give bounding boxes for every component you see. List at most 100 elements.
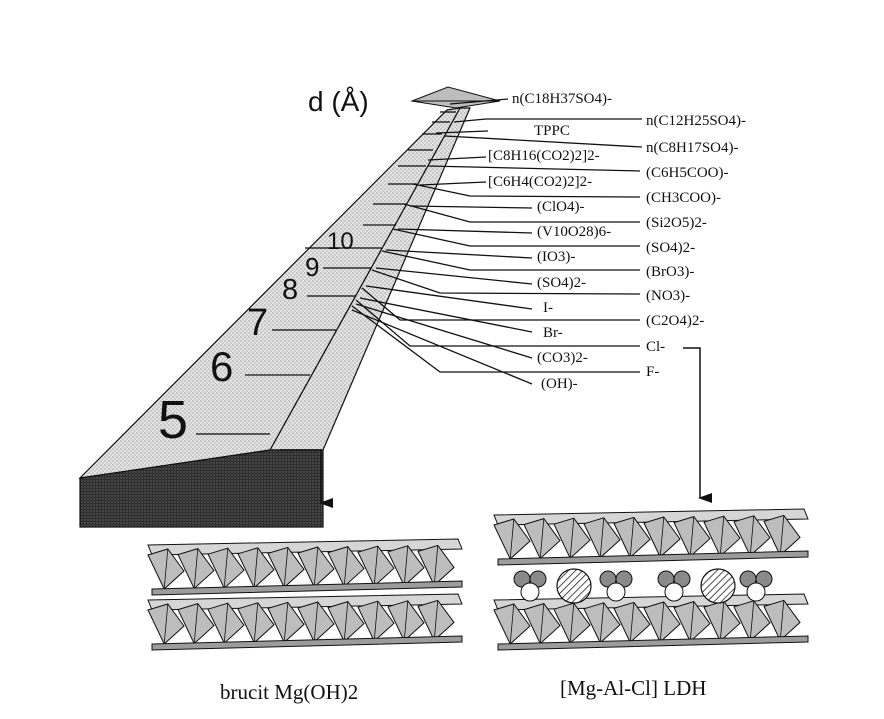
- brucite-layer-lower: [147, 593, 463, 651]
- octahedron-edge: [659, 516, 665, 558]
- anion-label-iodide: I-: [543, 300, 553, 316]
- anion-label-sulfate-right: (SO4)2-: [646, 240, 696, 256]
- octahedron-edge: [433, 545, 439, 586]
- ldh-layer-upper: [493, 508, 809, 566]
- anion-label-bromide: Br-: [543, 325, 563, 341]
- wedge-front-face: [79, 449, 324, 528]
- arrows: [280, 347, 712, 508]
- anion-label-hydroxide: (OH)-: [541, 376, 578, 392]
- leaders-right: [351, 98, 643, 373]
- anion-label-terephthalate: [C6H4(CO2)2]2-: [488, 174, 593, 190]
- brucite-layer-upper: [147, 538, 463, 596]
- octahedron-edge: [539, 518, 545, 559]
- water-molecule: [739, 570, 773, 602]
- chloride-ion: [700, 568, 736, 604]
- anion-label-decavanadate: (V10O28)6-: [537, 224, 612, 240]
- octahedron-edge: [749, 515, 755, 556]
- anion-label-carbonate: (CO3)2-: [537, 350, 588, 366]
- chloride-ion: [556, 568, 592, 604]
- octahedron-edge: [163, 603, 169, 645]
- octahedron-edge: [539, 603, 545, 644]
- scale-number-10: 10: [327, 228, 354, 255]
- octahedron-edge: [403, 600, 409, 641]
- octahedron-edge: [253, 547, 259, 588]
- wedge: [78, 86, 501, 528]
- octahedron-edge: [253, 602, 259, 643]
- anion-label-c12-sulfate: n(C12H25SO4)-: [646, 113, 746, 129]
- layer-base: [151, 580, 463, 596]
- octahedron-edge: [373, 601, 379, 642]
- octahedron-edge: [629, 517, 635, 558]
- octahedron-edge: [509, 518, 515, 560]
- arrow-to-ldh: [683, 347, 712, 503]
- octahedron-edge: [193, 548, 199, 589]
- anion-label-c18-sulfate: n(C18H37SO4)-: [512, 91, 612, 107]
- scale-number-8: 8: [282, 274, 299, 306]
- anion-label-suberate: [C8H16(CO2)2]2-: [488, 148, 600, 164]
- scale-number-7: 7: [247, 302, 269, 344]
- anion-label-disilicate: (Si2O5)2-: [646, 215, 707, 231]
- octahedron-edge: [343, 546, 349, 587]
- layer-base: [151, 635, 463, 651]
- octahedron-edge: [283, 547, 289, 588]
- wedge-top-face: [78, 107, 462, 479]
- octahedron-edge: [749, 600, 755, 641]
- octahedron-edge: [569, 518, 575, 559]
- octahedron-edge: [283, 602, 289, 643]
- octahedron-edge: [569, 603, 575, 644]
- scale-ticks: [196, 111, 456, 435]
- layer-base: [497, 635, 809, 651]
- scale-number-5: 5: [158, 390, 189, 450]
- leaders-left: [351, 130, 533, 385]
- water-molecule: [513, 570, 547, 602]
- water-molecule: [599, 570, 633, 602]
- octahedron-edge: [163, 548, 169, 590]
- brucite-structure: [147, 538, 463, 651]
- anion-label-sulfate-left: (SO4)2-: [537, 275, 587, 291]
- arrow-to-brucite: [280, 449, 333, 508]
- octahedron-edge: [719, 601, 725, 642]
- anion-label-nitrate: (NO3)-: [646, 288, 691, 304]
- anion-label-bromate: (BrO3)-: [646, 264, 695, 280]
- octahedron-edge: [403, 545, 409, 586]
- octahedron-edge: [223, 603, 229, 644]
- octahedron-edge: [689, 516, 695, 557]
- ldh-structure: [493, 508, 809, 651]
- interlayer-species: [513, 568, 773, 604]
- scale-number-9: 9: [305, 252, 320, 282]
- caption-brucite: brucit Mg(OH)2: [220, 680, 359, 704]
- anion-label-perchlorate: (ClO4)-: [537, 199, 585, 215]
- octahedron-edge: [223, 548, 229, 589]
- octahedron-edge: [193, 603, 199, 644]
- octahedron-edge: [433, 600, 439, 641]
- octahedron-edge: [659, 601, 665, 643]
- anion-label-benzoate: (C6H5COO)-: [646, 165, 729, 181]
- octahedron-edge: [509, 603, 515, 645]
- octahedron-edge: [689, 601, 695, 642]
- scale-number-6: 6: [210, 343, 234, 390]
- octahedron-edge: [343, 601, 349, 642]
- wedge-tip-cap: [410, 86, 501, 109]
- octahedron-edge: [313, 546, 319, 588]
- octahedron-edge: [599, 602, 605, 643]
- octahedron-edge: [779, 600, 785, 641]
- octahedron-edge: [779, 515, 785, 556]
- anion-label-tppc: TPPC: [534, 123, 570, 139]
- anion-label-chloride: Cl-: [646, 339, 666, 355]
- octahedron-edge: [313, 601, 319, 643]
- octahedron-edge: [599, 517, 605, 558]
- water-molecule: [657, 570, 691, 602]
- anion-label-acetate: (CH3COO)-: [646, 190, 721, 206]
- layer-base: [497, 550, 809, 566]
- octahedron-edge: [719, 516, 725, 557]
- anion-label-fluoride: F-: [646, 364, 660, 380]
- octahedron-edge: [373, 546, 379, 587]
- octahedron-edge: [629, 602, 635, 643]
- ldh-layer-lower: [493, 593, 809, 651]
- anion-label-iodate: (IO3)-: [537, 249, 576, 265]
- anion-label-oxalate: (C2O4)2-: [646, 313, 705, 329]
- anion-label-c8-sulfate: n(C8H17SO4)-: [646, 140, 739, 156]
- caption-ldh: [Mg-Al-Cl] LDH: [560, 676, 707, 700]
